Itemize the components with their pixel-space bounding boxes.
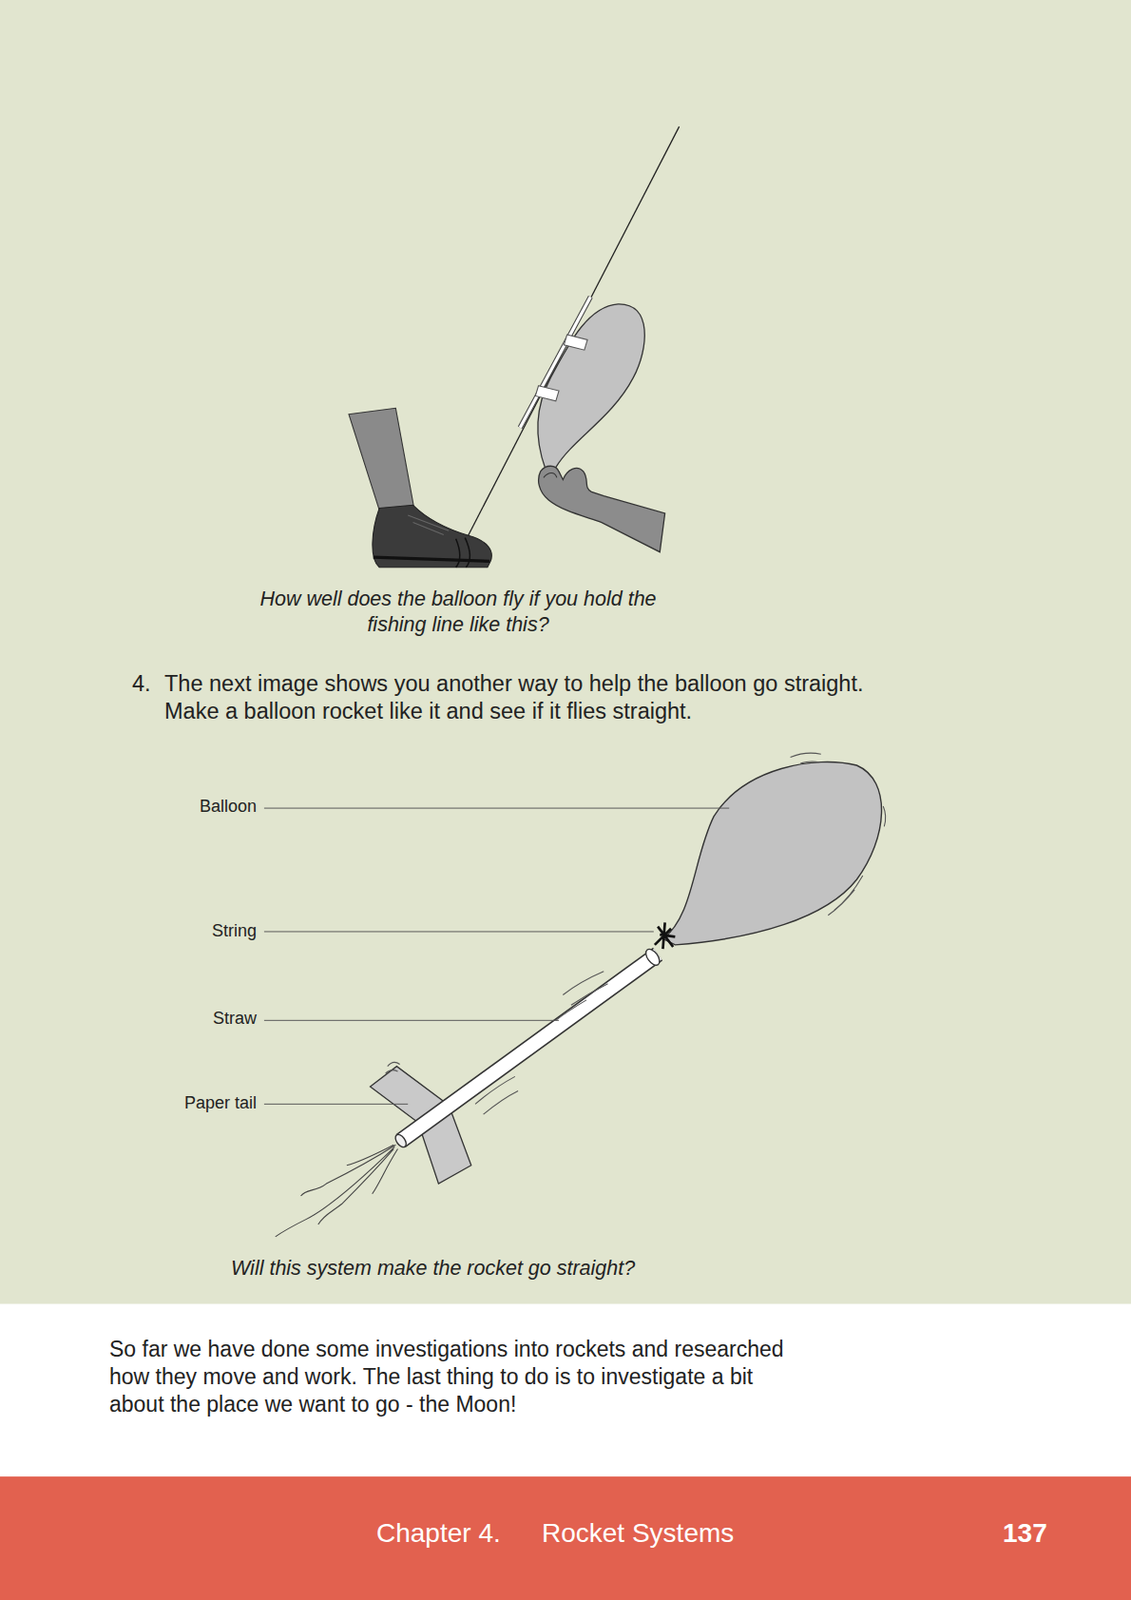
green-panel (0, 0, 1131, 1304)
motion-lines (475, 971, 608, 1114)
straw (519, 296, 591, 427)
leg (348, 407, 415, 510)
leader-line (264, 1019, 559, 1021)
white-band (0, 1303, 1131, 1477)
tape (563, 334, 588, 350)
body-paragraph: So far we have done some investigations … (109, 1335, 804, 1419)
footer-bar (0, 1476, 1131, 1600)
figure-caption: How well does the balloon fly if you hol… (239, 586, 677, 638)
figure-caption: Will this system make the rocket go stra… (230, 1255, 897, 1282)
straw-ring (643, 946, 663, 968)
finger-line (543, 472, 557, 478)
page-number: 137 (1002, 1517, 1079, 1549)
hand (538, 465, 666, 552)
line-wrap (456, 537, 471, 568)
step-number: 4. (132, 670, 161, 698)
part-label: Paper tail (114, 1091, 257, 1114)
balloon (662, 762, 882, 945)
leader-line (264, 1103, 408, 1105)
shoe (372, 504, 492, 567)
balloon (537, 304, 645, 470)
straw-end (393, 1131, 409, 1149)
part-label: Straw (114, 1006, 257, 1030)
straw-outline (519, 296, 591, 427)
step-text: The next image shows you another way to … (164, 670, 897, 726)
leader-line (264, 930, 654, 932)
chapter-label: Chapter 4. (376, 1517, 548, 1549)
string-knot (654, 921, 675, 949)
fishing-line-figure (348, 126, 680, 568)
straw (401, 954, 658, 1141)
shoe-laces (407, 515, 449, 535)
shoe-sole (373, 556, 490, 561)
part-label: String (114, 919, 257, 942)
motion-lines (790, 752, 886, 916)
chapter-title: Rocket Systems (541, 1517, 846, 1549)
motion-lines (385, 1061, 401, 1074)
exhaust-lines (275, 1144, 399, 1237)
leader-line (264, 807, 729, 809)
straw-outline (401, 954, 658, 1141)
tape (535, 385, 559, 402)
part-label: Balloon (114, 794, 257, 818)
balloon-rocket (264, 752, 886, 1237)
